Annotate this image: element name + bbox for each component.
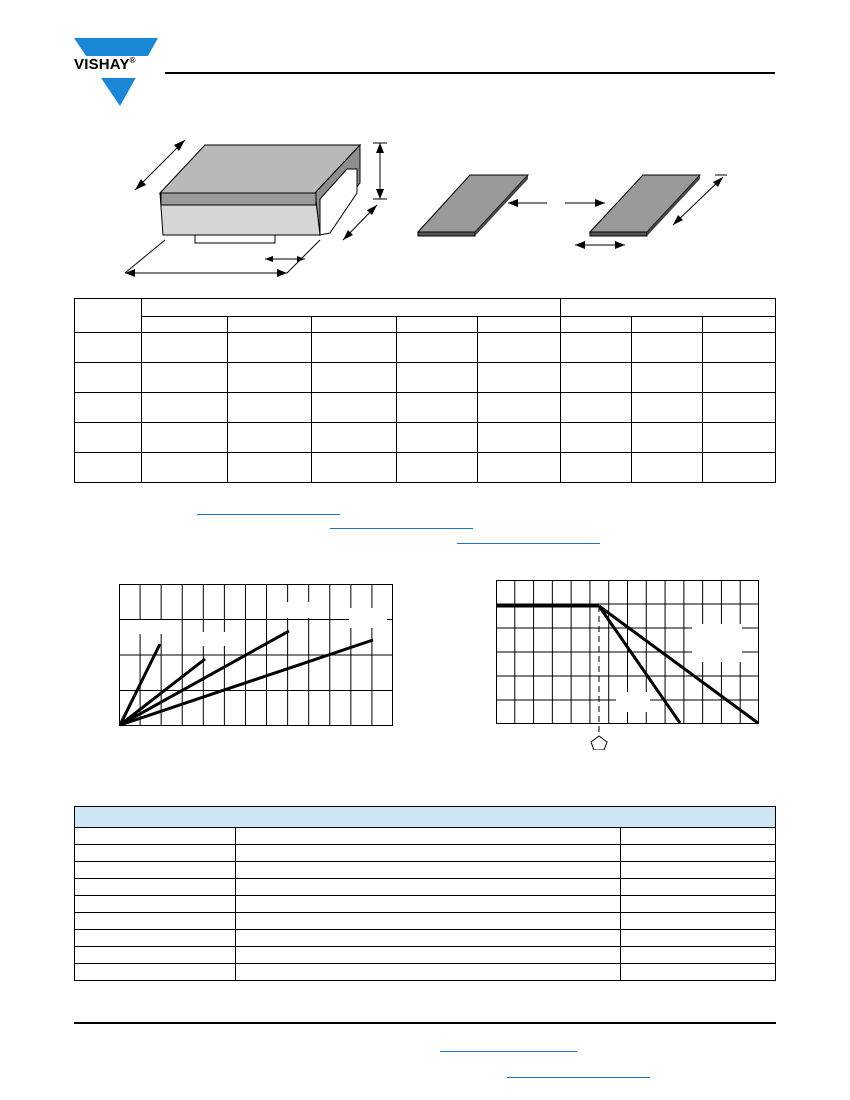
- table-cell: [560, 298, 776, 317]
- table-row: [74, 332, 776, 363]
- package-outline-drawing: [124, 139, 727, 277]
- vishay-logo-text: VISHAY®: [74, 56, 136, 73]
- table-cell: [141, 298, 561, 317]
- right-chart: [496, 580, 759, 750]
- link-1[interactable]: [197, 514, 340, 515]
- table-cell: [141, 316, 228, 333]
- link-3[interactable]: [457, 543, 600, 544]
- table-cell: [396, 316, 478, 333]
- table-header: [74, 806, 776, 828]
- table-cell: [227, 316, 312, 333]
- table-row: [74, 827, 776, 845]
- table-row: [74, 392, 776, 423]
- logo-mark: ®: [129, 56, 136, 65]
- derating-curve-2: [598, 604, 759, 725]
- table-row: [74, 912, 776, 930]
- table-row: [74, 963, 776, 981]
- specifications-table: [74, 806, 776, 981]
- derating-curve-1: [597, 605, 682, 724]
- footer-rule: [74, 1022, 776, 1024]
- table-row: [74, 452, 776, 483]
- table-cell: [702, 316, 776, 333]
- table-cell: [477, 316, 561, 333]
- table-cell: [74, 298, 142, 333]
- table-cell: [311, 316, 397, 333]
- table-cell: [560, 316, 632, 333]
- table-row: [74, 861, 776, 879]
- dimensions-table: [74, 298, 776, 483]
- curve-3: [119, 629, 290, 727]
- left-chart-grid: [119, 584, 393, 726]
- table-row: [74, 422, 776, 453]
- table-row: [74, 844, 776, 862]
- header-rule: [165, 72, 775, 74]
- logo-text: VISHAY: [74, 56, 130, 73]
- footer-link-1[interactable]: [440, 1051, 577, 1052]
- left-chart: [119, 584, 393, 727]
- table-row: [74, 362, 776, 393]
- curve-2: [119, 657, 206, 727]
- link-2[interactable]: [330, 528, 473, 529]
- table-row: [74, 878, 776, 896]
- table-row: [74, 929, 776, 947]
- table-cell: [631, 316, 703, 333]
- table-row: [74, 946, 776, 964]
- table-row: [74, 895, 776, 913]
- curve-1: [119, 643, 162, 726]
- curve-4: [119, 638, 374, 727]
- footer-link-2[interactable]: [507, 1077, 650, 1078]
- vishay-logo-icon: [74, 38, 160, 106]
- pentagon-icon: [590, 735, 608, 750]
